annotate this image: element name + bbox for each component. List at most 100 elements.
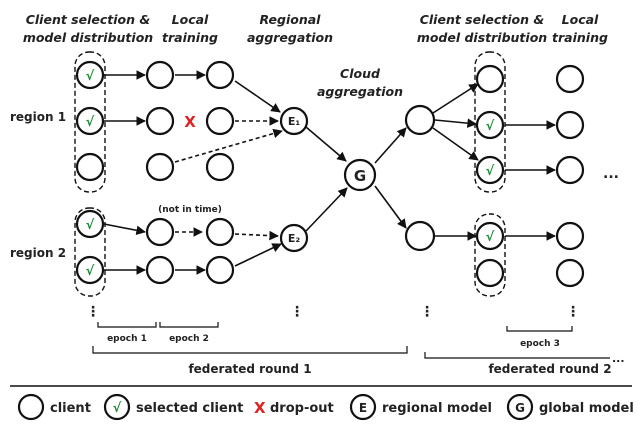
regional-model-label: E₁ <box>288 115 301 128</box>
client-node <box>145 106 175 136</box>
client-node <box>555 110 585 140</box>
client-node <box>145 60 175 90</box>
edge <box>374 185 407 229</box>
client-node <box>555 64 585 94</box>
svg-text:Regional: Regional <box>260 12 322 27</box>
header-local-training-2: Local training <box>552 12 608 45</box>
svg-text:aggregation: aggregation <box>317 84 403 99</box>
svg-text:aggregation: aggregation <box>247 30 333 45</box>
edge-dashed <box>234 230 279 241</box>
selected-check-icon: √ <box>486 230 495 245</box>
client-node <box>75 152 105 182</box>
legend-selected-label: selected client <box>136 401 243 416</box>
selection-box-round2-region2 <box>474 213 506 297</box>
round-1-label: federated round 1 <box>188 362 311 376</box>
epoch-2-bracket <box>159 322 219 328</box>
svg-text:Client selection &: Client selection & <box>420 12 545 27</box>
global-model-label: G <box>354 167 366 185</box>
client-node-selected <box>475 110 505 140</box>
legend-global-symbol: G <box>515 401 525 415</box>
client-node <box>555 258 585 288</box>
client-node <box>145 255 175 285</box>
selected-check-icon: √ <box>86 69 95 84</box>
selection-box-round2-region1 <box>474 51 506 193</box>
header-cloud-aggregation: Cloud aggregation <box>317 66 403 99</box>
svg-text:training: training <box>552 30 608 45</box>
epoch-3-bracket <box>506 326 573 332</box>
edge <box>374 127 407 164</box>
client-node <box>205 217 235 247</box>
regional-model-node-e1 <box>279 106 309 136</box>
global-model-node <box>343 158 377 192</box>
legend-global-label: global model <box>539 401 634 416</box>
selected-check-icon: √ <box>113 401 122 416</box>
selected-check-icon: √ <box>486 119 495 134</box>
edge <box>432 83 479 114</box>
client-node <box>205 60 235 90</box>
legend: client √ selected client X drop-out E re… <box>17 393 634 421</box>
legend-selected-icon <box>103 393 131 421</box>
client-node <box>205 106 235 136</box>
svg-text:Local: Local <box>172 12 209 27</box>
header-local-training-1: Local training <box>162 12 218 45</box>
client-node <box>205 152 235 182</box>
selected-check-icon: √ <box>86 115 95 130</box>
header-client-selection-1: Client selection & model distribution <box>23 12 153 45</box>
client-node <box>475 64 505 94</box>
client-node <box>555 155 585 185</box>
selected-check-icon: √ <box>86 264 95 279</box>
legend-client-icon <box>17 393 45 421</box>
not-in-time-label: (not in time) <box>158 205 222 215</box>
round-1-bracket <box>92 346 408 354</box>
regional-model-node-e2 <box>279 223 309 253</box>
client-node-selected <box>75 60 105 90</box>
legend-dropout-icon: X <box>254 399 266 417</box>
client-node <box>205 255 235 285</box>
svg-text:Client selection &: Client selection & <box>26 12 151 27</box>
vertical-ellipsis: ⋮ <box>420 304 434 320</box>
svg-text:Cloud: Cloud <box>340 66 381 81</box>
header-client-selection-2: Client selection & model distribution <box>417 12 547 45</box>
epoch-2-label: epoch 2 <box>169 334 209 344</box>
client-node <box>475 258 505 288</box>
dropout-x-icon: X <box>184 113 196 131</box>
svg-text:model distribution: model distribution <box>417 30 547 45</box>
client-node <box>145 152 175 182</box>
regional-model-node <box>404 104 436 136</box>
svg-text:training: training <box>162 30 218 45</box>
client-node-selected <box>475 221 505 251</box>
legend-regional-symbol: E <box>359 401 367 415</box>
selected-check-icon: √ <box>486 164 495 179</box>
edge-dashed <box>174 128 283 163</box>
vertical-ellipsis: ⋮ <box>290 304 304 320</box>
epoch-1-label: epoch 1 <box>107 334 147 344</box>
edge <box>432 127 479 161</box>
client-node-selected <box>75 255 105 285</box>
client-node <box>145 217 175 247</box>
client-node-selected <box>475 155 505 185</box>
edge <box>434 118 477 128</box>
svg-text:model distribution: model distribution <box>23 30 153 45</box>
round-2-label: federated round 2 <box>488 362 611 376</box>
legend-global-icon <box>506 393 534 421</box>
selected-check-icon: √ <box>86 218 95 233</box>
edge <box>305 187 348 232</box>
vertical-ellipsis: ⋮ <box>86 304 100 320</box>
edge <box>234 243 282 267</box>
region-1-label: region 1 <box>10 110 66 124</box>
horizontal-ellipsis: ... <box>603 166 619 182</box>
vertical-ellipsis: ⋮ <box>566 304 580 320</box>
header-regional-aggregation: Regional aggregation <box>247 12 333 45</box>
selection-box-region1 <box>74 51 106 193</box>
svg-text:Local: Local <box>562 12 599 27</box>
regional-model-node <box>404 220 436 252</box>
legend-regional-icon <box>349 393 377 421</box>
edge <box>103 223 146 236</box>
edge <box>305 126 347 162</box>
epoch-1-bracket <box>97 322 157 328</box>
client-node-selected <box>75 209 105 239</box>
epoch-3-label: epoch 3 <box>520 339 560 349</box>
legend-regional-label: regional model <box>382 401 492 416</box>
round-2-bracket <box>424 352 610 359</box>
